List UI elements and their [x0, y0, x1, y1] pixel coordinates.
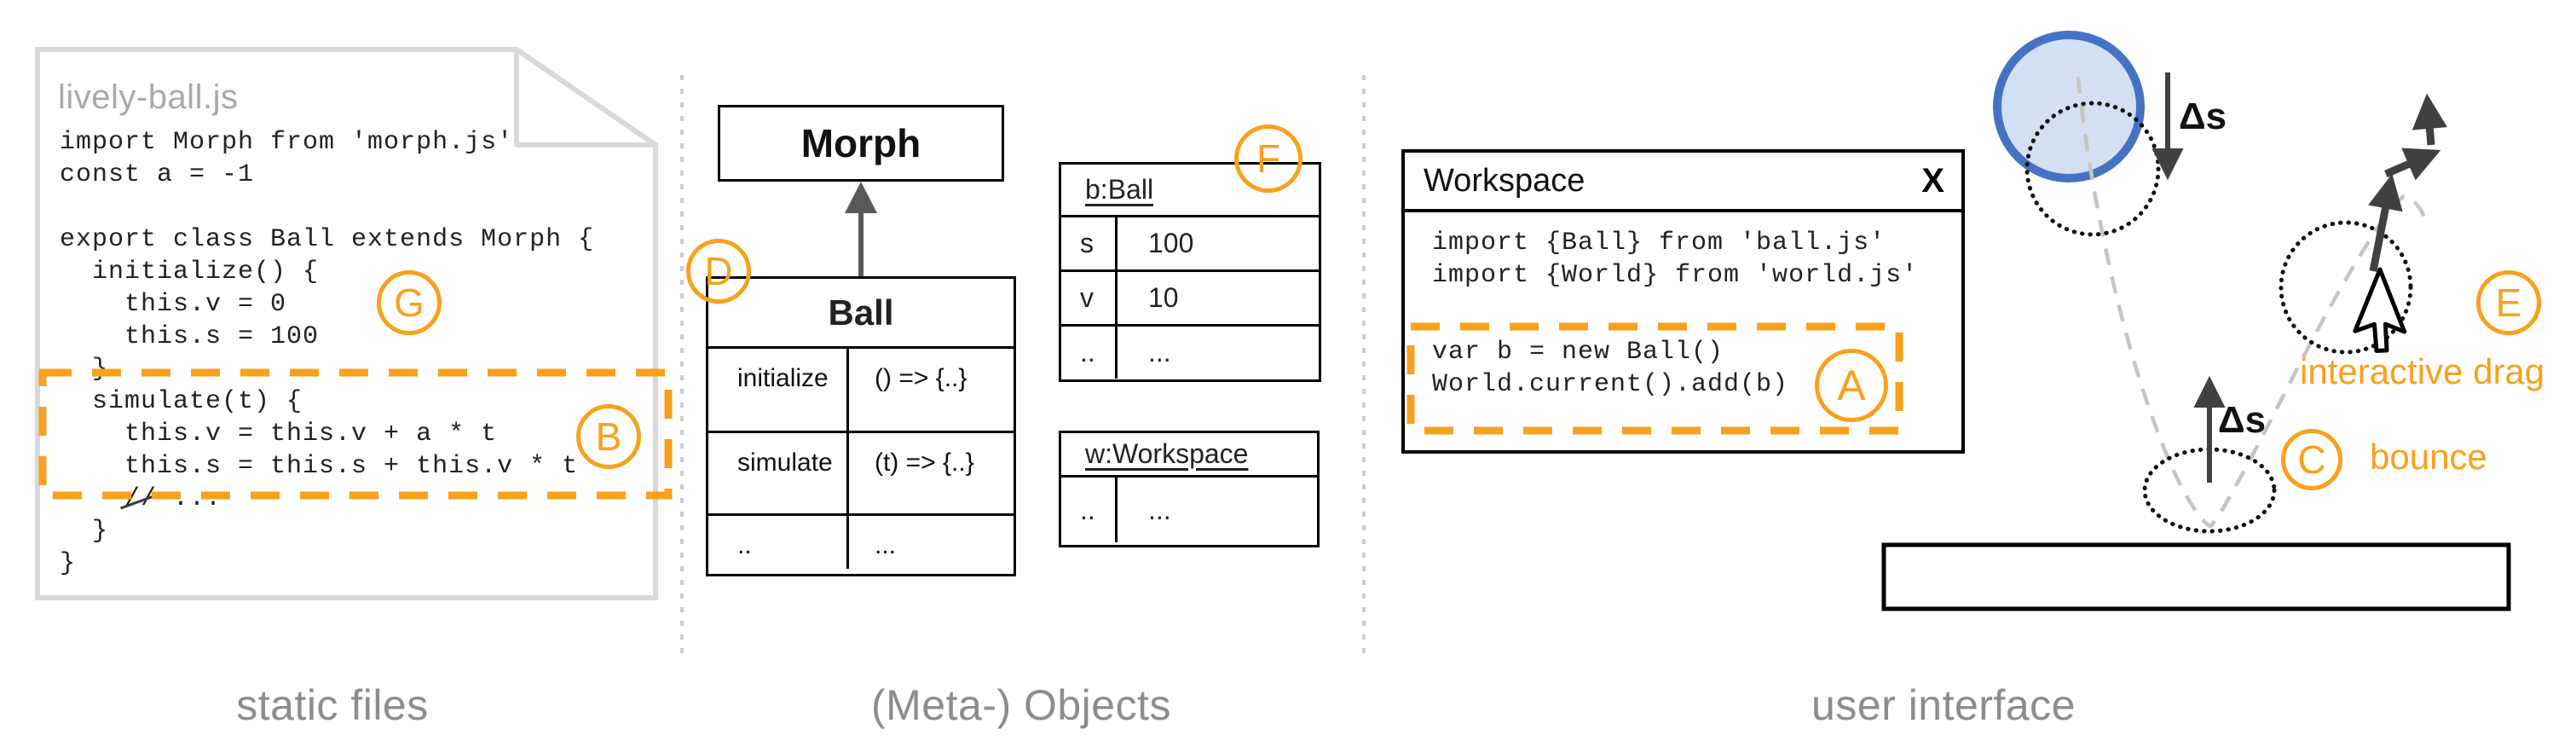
workspace-code-script[interactable]: var b = new Ball() World.current().add(b…	[1432, 336, 1788, 401]
code-line-struck-comment: // ...	[60, 483, 656, 515]
ghost-ball-drag	[2279, 220, 2413, 355]
b-ball-object-table: b:Ball s 100 v 10 .. ...	[1059, 162, 1321, 382]
morph-class-name: Morph	[800, 121, 921, 165]
object-header: w:Workspace	[1061, 433, 1317, 478]
code-line: var b = new Ball()	[1432, 338, 1724, 367]
code-line: simulate(t) {	[60, 387, 303, 416]
code-line: this.v = this.v + a * t	[60, 420, 498, 449]
code-line: }	[60, 549, 77, 578]
field-value: 100	[1148, 228, 1194, 258]
section-label-static-files: static files	[236, 681, 429, 729]
code-line: World.current().add(b)	[1432, 370, 1789, 399]
section-label-meta-objects: (Meta-) Objects	[870, 681, 1171, 729]
code-line: this.v = 0	[60, 290, 287, 319]
table-row: .. ...	[1061, 327, 1319, 379]
drag-path-arrows	[2368, 93, 2448, 272]
code-line: this.s = 100	[60, 322, 320, 351]
code-line: initialize() {	[60, 258, 320, 287]
morph-class-box: Morph	[718, 105, 1004, 182]
field-name: ..	[1061, 327, 1118, 379]
close-button[interactable]: X	[1921, 161, 1944, 200]
code-line: }	[60, 517, 109, 546]
window-title: Workspace	[1424, 162, 1585, 199]
method-value: ...	[875, 531, 897, 559]
window-titlebar[interactable]: Workspace X	[1405, 153, 1961, 212]
struck-comment-marker: //	[124, 484, 158, 513]
badge-c: C	[2281, 429, 2342, 490]
code-line: import {World} from 'world.js'	[1432, 261, 1919, 290]
ground-rect	[1881, 542, 2511, 611]
field-value: ...	[1148, 494, 1171, 525]
field-name: v	[1061, 272, 1118, 324]
code-line: }	[60, 355, 109, 384]
badge-b: B	[576, 404, 641, 469]
file-title: lively-ball.js	[58, 78, 239, 116]
ball-class-header: Ball	[708, 279, 1014, 349]
comment-indent	[60, 484, 124, 513]
file-code-block: import Morph from 'morph.js' const a = -…	[60, 126, 656, 580]
badge-e: E	[2476, 270, 2541, 335]
cursor-icon	[2353, 267, 2407, 353]
ball-morph[interactable]	[1993, 31, 2145, 182]
method-name: simulate	[708, 433, 849, 513]
code-line: export class Ball extends Morph {	[60, 225, 595, 254]
field-value: ...	[1148, 337, 1171, 368]
code-line: const a = -1	[60, 160, 255, 189]
object-header: b:Ball	[1061, 165, 1319, 217]
workspace-code-imports[interactable]: import {Ball} from 'ball.js' import {Wor…	[1432, 227, 1918, 292]
table-row: s 100	[1061, 217, 1319, 272]
method-value: (t) => {..}	[875, 449, 974, 477]
delta-s-label-top: Δs	[2179, 96, 2227, 137]
ghost-ball-bounce	[2142, 447, 2277, 534]
inheritance-arrow	[845, 182, 877, 276]
delta-s-label-bounce: Δs	[2218, 399, 2267, 441]
method-name: ..	[708, 516, 849, 569]
method-value: () => {..}	[875, 364, 967, 392]
table-row: .. ...	[708, 516, 1014, 569]
table-row: simulate (t) => {..}	[708, 433, 1014, 516]
code-line: this.s = this.s + this.v * t	[60, 452, 579, 481]
table-row: v 10	[1061, 272, 1319, 327]
badge-f: F	[1234, 124, 1302, 193]
table-row: initialize () => {..}	[708, 349, 1014, 433]
badge-a: A	[1815, 349, 1888, 422]
w-workspace-object-table: w:Workspace .. ...	[1059, 431, 1320, 547]
code-line: import Morph from 'morph.js'	[60, 128, 514, 157]
object-name: b:Ball	[1085, 174, 1154, 205]
method-name: initialize	[708, 349, 849, 431]
table-row: .. ...	[1061, 478, 1317, 542]
code-line: import {Ball} from 'ball.js'	[1432, 229, 1886, 258]
badge-d: D	[686, 239, 751, 304]
field-name: s	[1061, 217, 1118, 269]
object-name: w:Workspace	[1085, 438, 1249, 469]
field-name: ..	[1061, 478, 1118, 542]
bounce-caption: bounce	[2370, 437, 2487, 477]
interactive-drag-caption: interactive drag	[2300, 351, 2545, 391]
code-line	[60, 191, 656, 223]
field-value: 10	[1148, 282, 1179, 313]
badge-g: G	[377, 270, 442, 335]
ball-class-table: Ball initialize () => {..} simulate (t) …	[706, 276, 1016, 576]
comment-rest: ...	[157, 484, 222, 513]
section-label-user-interface: user interface	[1811, 681, 2076, 729]
